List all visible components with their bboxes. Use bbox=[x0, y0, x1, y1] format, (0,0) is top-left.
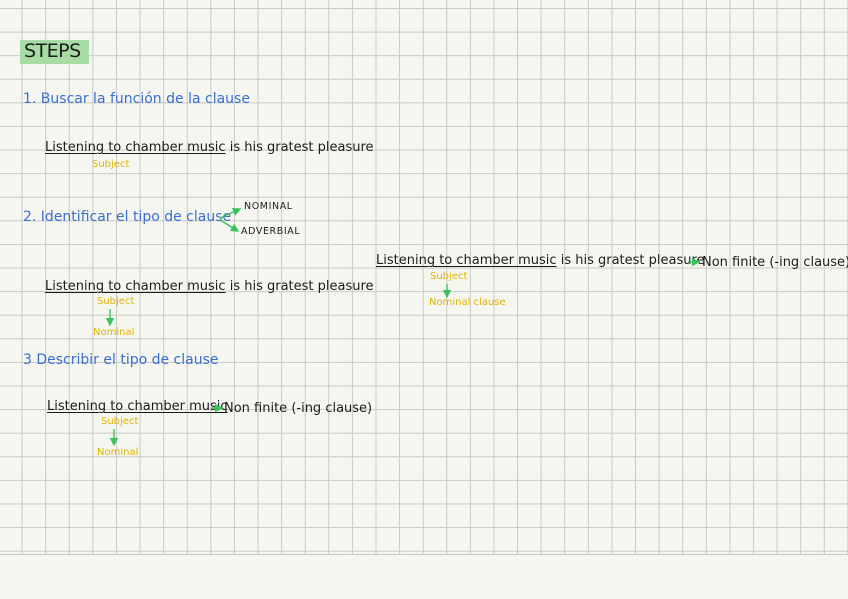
example-1-subject: Listening to chamber music bbox=[45, 140, 226, 155]
example-1-predicate: is his gratest pleasure bbox=[229, 140, 374, 155]
grid-paper bbox=[0, 0, 848, 555]
adverbial-option: ADVERBIAL bbox=[241, 226, 301, 237]
step-2-heading: 2. Identificar el tipo de clause bbox=[23, 209, 232, 225]
example-2-nominal-label: Nominal bbox=[93, 327, 135, 338]
example-right-predicate: is his gratest pleasure bbox=[560, 253, 705, 268]
branch-arrow-adverbial bbox=[219, 219, 240, 232]
example-right: Listening to chamber music is his grates… bbox=[376, 254, 705, 267]
step-3-heading: 3 Describir el tipo de clause bbox=[23, 352, 219, 368]
example-3-non-finite: Non finite (-ing clause) bbox=[224, 401, 373, 416]
example-3-subject: Listening to chamber music bbox=[47, 399, 228, 414]
example-2-subject: Listening to chamber music bbox=[45, 279, 226, 294]
example-3-nominal-label: Nominal bbox=[97, 447, 139, 458]
example-right-subject-label: Subject bbox=[430, 271, 468, 282]
example-2-predicate: is his gratest pleasure bbox=[229, 279, 374, 294]
example-right-subject: Listening to chamber music bbox=[376, 253, 557, 268]
example-3: Listening to chamber music bbox=[47, 400, 228, 413]
example-3-subject-label: Subject bbox=[101, 416, 139, 427]
example-1: Listening to chamber music is his grates… bbox=[45, 141, 374, 154]
step-1-heading: 1. Buscar la función de la clause bbox=[23, 91, 250, 107]
example-right-nominal-clause-label: Nominal clause bbox=[429, 297, 506, 308]
example-2-subject-label: Subject bbox=[97, 296, 135, 307]
nominal-option: NOMINAL bbox=[244, 201, 293, 212]
page-title: STEPS bbox=[20, 40, 89, 64]
example-1-subject-label: Subject bbox=[92, 159, 130, 170]
example-right-non-finite: Non finite (-ing clause) bbox=[702, 255, 848, 270]
example-2: Listening to chamber music is his grates… bbox=[45, 280, 374, 293]
branch-arrow-nominal bbox=[219, 208, 242, 219]
